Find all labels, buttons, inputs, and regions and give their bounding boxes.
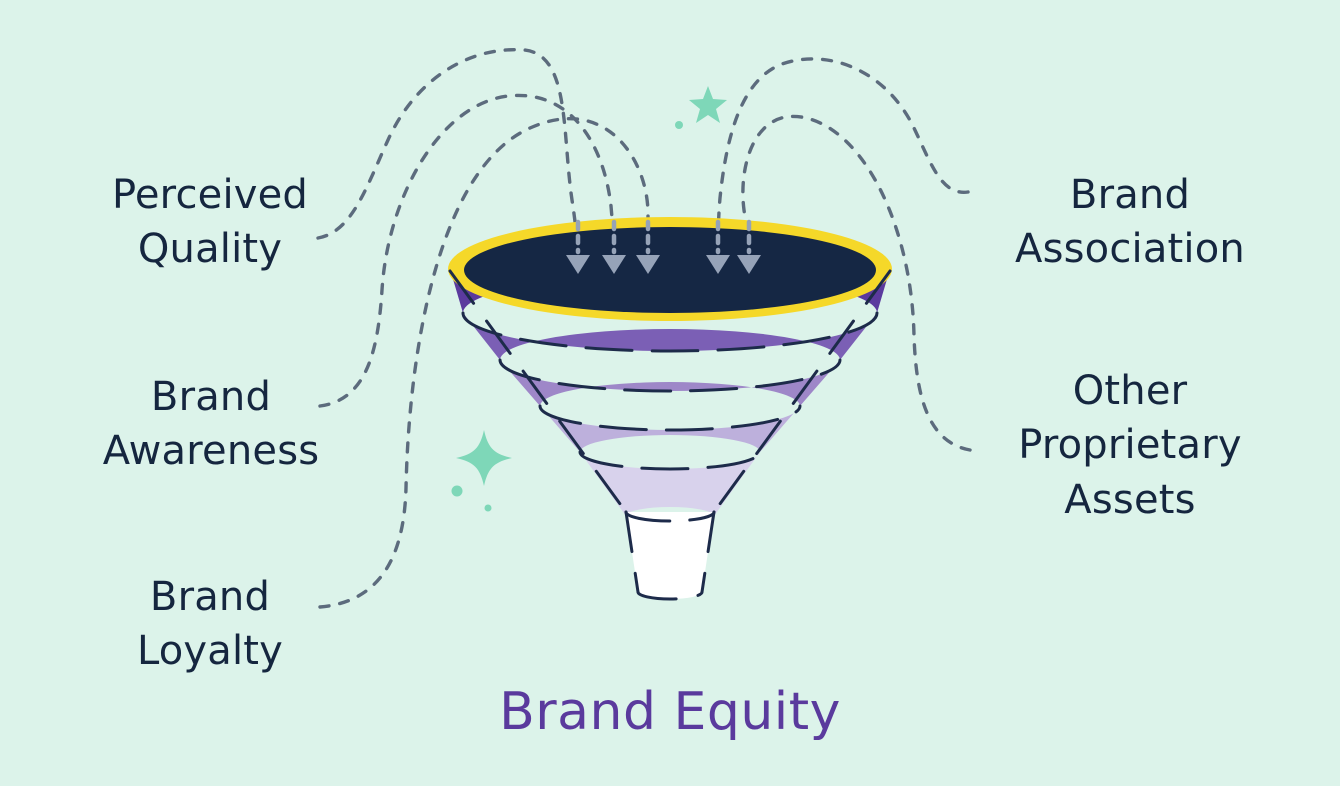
arrow-group [566, 219, 761, 274]
funnel-divider-4 [578, 450, 762, 471]
label-other-proprietary-assets: Other Proprietary Assets [1018, 368, 1242, 523]
diagram-title: Brand Equity [499, 682, 841, 742]
funnel-divider-2 [498, 358, 842, 393]
decoration-group [451, 86, 727, 512]
label-brand-association: Brand Association [1015, 172, 1245, 273]
arrow-1 [566, 219, 590, 274]
connector-brand-awareness [318, 93, 616, 408]
label-perceived-quality: Perceived Quality [111, 172, 309, 273]
funnel-side-left [448, 269, 628, 514]
funnel-layer-4 [540, 406, 800, 452]
funnel-layer-3 [500, 360, 840, 406]
arrow-4 [706, 219, 730, 274]
funnel-layer-2 [463, 313, 877, 360]
spout-side-left [624, 510, 640, 594]
funnel-outline-group [448, 269, 892, 601]
funnel-divider-5 [624, 510, 716, 523]
funnel-mouth [464, 227, 876, 313]
label-brand-loyalty: Brand Loyalty [136, 574, 284, 675]
connector-brand-association [716, 57, 970, 254]
funnel-side-right [712, 269, 892, 514]
connector-group-left [316, 47, 650, 609]
funnel-divider-group [461, 311, 879, 523]
connector-other-assets [741, 114, 972, 452]
sparkle-four-point-left-icon [456, 430, 512, 486]
connector-group-right [716, 57, 972, 452]
funnel [448, 217, 892, 601]
sparkle-five-point-top-icon [689, 86, 727, 123]
dot-tiny-top-icon [675, 121, 683, 129]
connector-perceived-quality [316, 47, 580, 254]
connector-brand-loyalty [318, 117, 650, 609]
dot-small-left-icon [451, 485, 463, 497]
spout-bottom [636, 590, 704, 601]
funnel-divider-1 [461, 311, 879, 353]
funnel-spout [626, 512, 714, 599]
funnel-divider-3 [538, 404, 802, 432]
spout-side-right [700, 510, 716, 594]
arrow-2 [602, 219, 626, 274]
arrow-3 [636, 219, 660, 274]
label-brand-awareness: Brand Awareness [102, 374, 320, 475]
arrow-5 [737, 219, 761, 274]
dot-tiny-left-icon [484, 504, 492, 512]
